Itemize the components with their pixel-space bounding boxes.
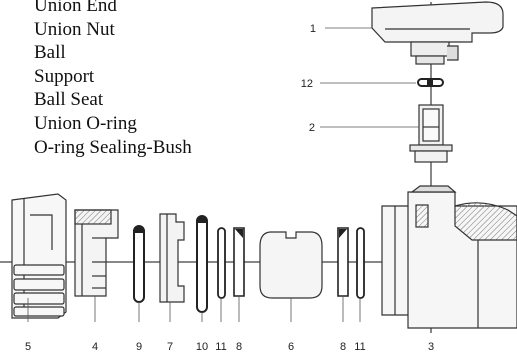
leader-lines xyxy=(27,27,419,322)
callout-4: 4 xyxy=(92,341,98,353)
parts-list-item: Support xyxy=(34,65,95,87)
callout-2: 2 xyxy=(309,122,315,134)
callout-7: 7 xyxy=(167,341,173,353)
o-ring-11a-part xyxy=(217,227,226,299)
o-ring-9-mark xyxy=(135,227,143,233)
callout-8: 8 xyxy=(236,341,242,353)
parts-list-item: Union End xyxy=(34,0,117,16)
o-ring-9-part xyxy=(133,225,145,303)
support-part xyxy=(159,213,185,303)
ball-seat-right-part xyxy=(337,227,349,297)
union-end-part xyxy=(74,209,119,297)
parts-list-item: Ball Seat xyxy=(34,89,104,111)
callout-1: 1 xyxy=(310,23,316,35)
callout-8-right: 8 xyxy=(340,341,346,353)
parts-list-item: Union Nut xyxy=(34,18,115,40)
o-ring-10-part xyxy=(196,215,208,313)
parts-list: Union End Union Nut Ball Support Ball Se… xyxy=(34,0,192,159)
parts-list-item: O-ring Sealing-Bush xyxy=(34,136,192,158)
callout-3: 3 xyxy=(428,341,434,353)
valve-body-part xyxy=(381,185,517,329)
callout-5: 5 xyxy=(25,341,31,353)
union-nut-part xyxy=(11,193,67,319)
parts-list-item: Union O-ring xyxy=(34,112,137,134)
callout-11: 11 xyxy=(215,341,226,353)
ball-seat-left-mark xyxy=(235,229,243,238)
o-ring-10-mark xyxy=(198,217,206,223)
o-ring-11b-part xyxy=(356,227,365,299)
handle-part xyxy=(371,1,504,65)
stem-part xyxy=(409,104,453,163)
callout-12: 12 xyxy=(301,78,313,90)
ball-seat-left-part xyxy=(233,227,245,297)
callout-9: 9 xyxy=(136,341,142,353)
stem-o-ring-part xyxy=(417,78,444,87)
ball-part xyxy=(259,231,323,299)
parts-list-item: Ball xyxy=(34,42,66,64)
callout-10: 10 xyxy=(196,341,208,353)
callout-6: 6 xyxy=(288,341,294,353)
ball-seat-right-mark xyxy=(339,229,347,238)
callout-11-right: 11 xyxy=(354,341,365,353)
